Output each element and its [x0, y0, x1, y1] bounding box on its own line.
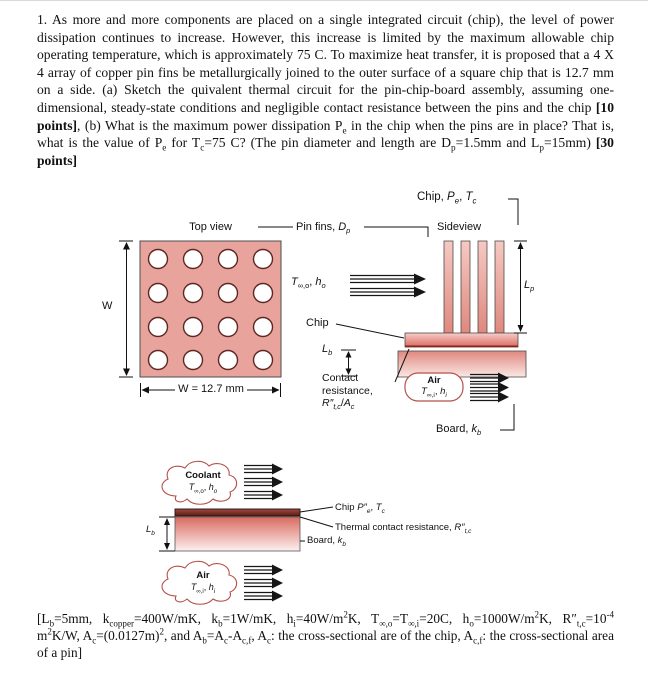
board-label-bracket	[500, 404, 515, 431]
air-cloud-sub: T∞,i, hi	[190, 582, 216, 595]
air-flow-arrow	[243, 576, 284, 590]
contact-leader-line	[299, 516, 334, 528]
thermal-contact-label: Thermal contact resistance, R″t,c	[335, 522, 472, 535]
board-thickness-label: Lb	[322, 343, 333, 358]
pin-fins-label: Pin fins, Dp	[296, 221, 351, 236]
chip-layer-label: Chip P″e, Tc	[335, 502, 385, 515]
chip-slab	[404, 332, 519, 348]
coolant-flow-arrow	[243, 462, 284, 476]
w-dimension-label: W = 12.7 mm	[156, 383, 266, 396]
figure2-drawing	[159, 460, 334, 605]
w-dimension-text: W = 12.7 mm	[175, 383, 247, 395]
contact-resistance-leader	[394, 348, 410, 383]
coolant-cloud-sub: T∞,o, ho	[188, 482, 218, 495]
coolant-flow-arrow	[243, 488, 284, 502]
w-label: W	[102, 300, 113, 312]
coolant-flow-arrow	[243, 475, 284, 489]
pin-fin	[477, 240, 488, 334]
board-thickness-dimension	[159, 516, 175, 552]
top-view-label: Top view	[189, 221, 232, 233]
air-flow-arrow	[469, 381, 510, 394]
chip-leader-line	[299, 506, 334, 513]
chip-strip	[174, 508, 301, 517]
side-view-assembly	[397, 240, 527, 378]
figure-pin-fin-assembly: Chip, Pe, Tc Top view Pin fins, Dp Sidev…	[0, 191, 648, 451]
air-bubble-title: Air	[427, 375, 441, 386]
given-data-text: [Lb=5mm, kcopper=400W/mK, kb=1W/mK, hi=4…	[37, 609, 614, 660]
outer-coolant-label: T∞,o, ho	[291, 276, 326, 291]
coolant-cloud-title: Coolant	[185, 470, 221, 481]
pin-fin	[443, 240, 454, 334]
board-layer-label: Board, kb	[307, 535, 346, 548]
pin-fin-circles	[147, 248, 274, 371]
pin-fin	[460, 240, 471, 334]
board-thickness-dimension	[341, 349, 356, 377]
pin-fin	[494, 240, 505, 334]
w-dimension	[119, 240, 133, 378]
chip-header-label: Chip, Pe, Tc	[417, 191, 477, 206]
problem-statement: 1. As more and more components are place…	[37, 12, 615, 168]
figure1-drawing	[119, 198, 527, 431]
sideview-label: Sideview	[437, 221, 482, 233]
chip-leader-line	[335, 323, 405, 339]
coolant-flow-arrow	[349, 272, 427, 286]
top-view-chip	[139, 240, 282, 378]
contact-resistance-label: Contact resistance, R″t,c/Ac	[322, 372, 373, 412]
board-block	[174, 516, 301, 552]
pin-fins-leader	[258, 226, 429, 237]
coolant-flow-arrow	[349, 285, 427, 299]
air-cloud-title: Air	[196, 570, 210, 581]
board-thickness-label: Lb	[146, 524, 155, 537]
figure-chip-board-cross-section: Coolant T∞,o, ho Lb Chip P″e, Tc Thermal…	[0, 456, 648, 614]
board-label: Board, kb	[436, 423, 482, 438]
pin-length-dimension	[514, 240, 527, 334]
air-bubble-sub: T∞,i, hi	[421, 386, 447, 399]
chip-header-bracket	[508, 198, 519, 225]
air-flow-arrow	[469, 390, 510, 404]
pin-length-label: Lp	[524, 279, 535, 294]
air-flow-arrow	[243, 563, 284, 577]
air-flow-arrow	[243, 589, 284, 603]
air-bubble	[404, 372, 464, 402]
chip-label: Chip	[306, 317, 329, 329]
